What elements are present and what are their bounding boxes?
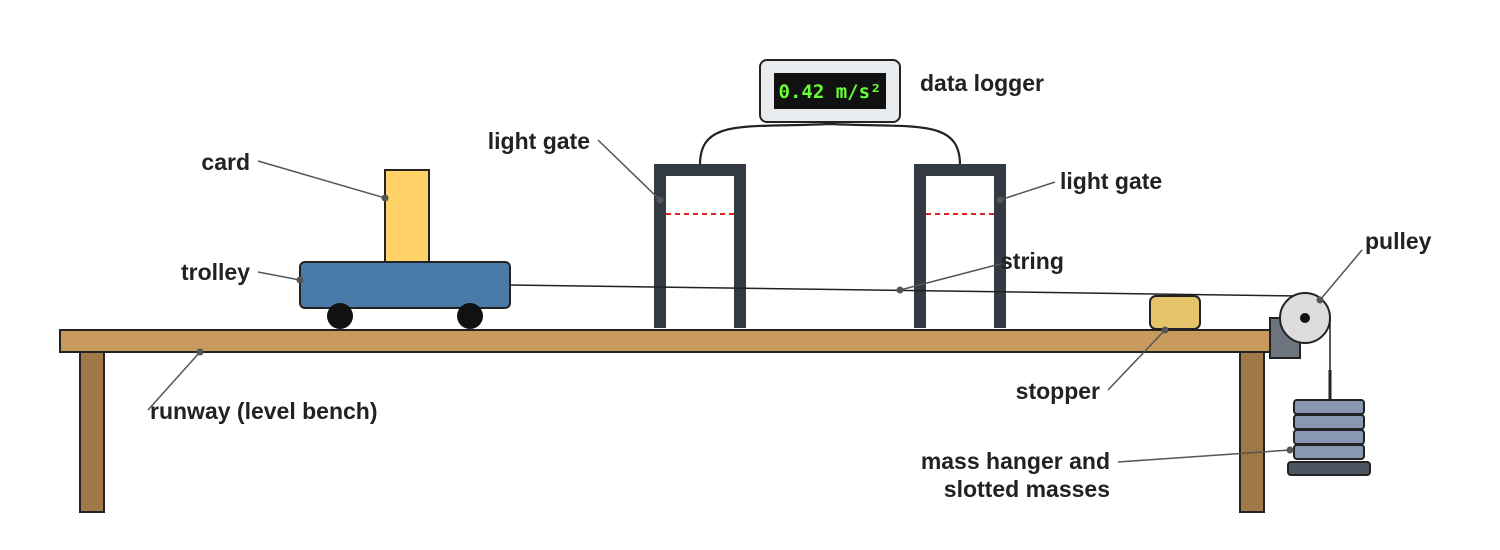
slotted-mass-1 [1293,399,1365,415]
label-data-logger: data logger [920,70,1044,96]
label-light-gate-right: light gate [1060,168,1162,194]
mass-hanger [1287,370,1371,476]
stopper [1149,295,1201,330]
data-logger-readout: 0.42 m/s² [779,81,882,103]
bench-leg-left [79,349,105,513]
label-masses-line2: slotted masses [944,476,1110,502]
slotted-mass-4 [1293,444,1365,460]
label-string: string [1000,248,1064,274]
string [509,284,1301,297]
label-trolley: trolley [181,259,250,285]
logger-cable [698,122,962,166]
light-gate-right [914,164,1006,328]
label-stopper: stopper [1016,378,1100,404]
label-light-gate-left: light gate [488,128,590,154]
label-masses-line1: mass hanger and [921,448,1110,474]
bench-top [59,329,1273,353]
data-logger: 0.42 m/s² [759,59,901,123]
pulley-axle [1300,313,1310,323]
label-card: card [201,149,250,175]
leader-lines [147,139,1363,463]
slotted-mass-2 [1293,414,1365,430]
trolley [299,261,511,329]
label-pulley: pulley [1365,228,1432,254]
trolley-body [299,261,511,309]
light-gate-left [654,164,746,328]
card [384,169,430,263]
label-runway: runway (level bench) [150,398,378,424]
slotted-mass-3 [1293,429,1365,445]
trolley-wheel-right [457,303,483,329]
trolley-wheel-left [327,303,353,329]
bench [59,329,1273,513]
bench-leg-right [1239,349,1265,513]
data-logger-screen [774,73,886,109]
pulley [1279,292,1331,344]
mass-hanger-base [1287,461,1371,476]
